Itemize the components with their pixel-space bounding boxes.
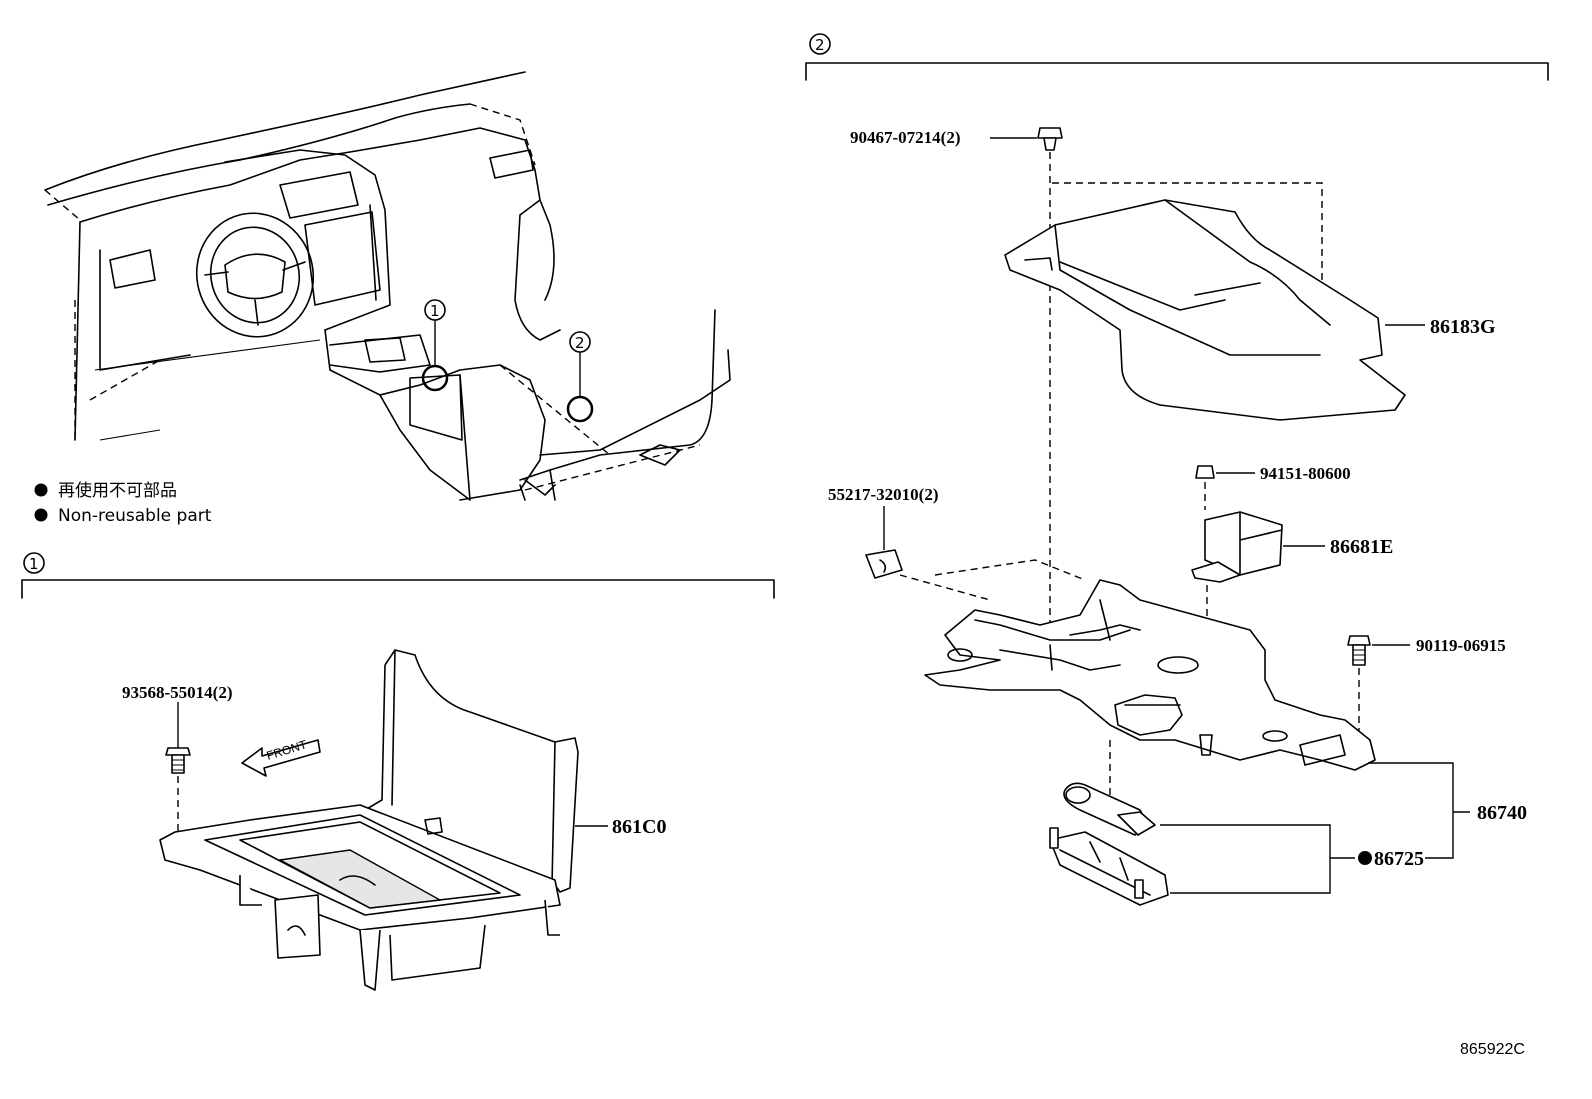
callout-1: 1: [421, 299, 449, 392]
non-reusable-bullet-icon: [34, 483, 48, 497]
callout-2-number: 2: [575, 334, 585, 352]
non-reusable-marker-icon: [1358, 851, 1372, 865]
bolt-90119-icon: [1347, 635, 1371, 666]
diagram-reference-number: 865922C: [1460, 1041, 1525, 1058]
label-86725: 86725: [1374, 848, 1424, 870]
label-90467-07214: 90467-07214(2): [850, 128, 960, 147]
label-86183g: 86183G: [1430, 316, 1496, 338]
battery-86725: [1049, 782, 1169, 906]
non-reusable-bullet-icon: [34, 508, 48, 522]
label-861c0: 861C0: [612, 816, 666, 838]
module-86681e: [1191, 511, 1325, 583]
section-1-marker: 1: [29, 555, 39, 573]
callout-2: 2: [566, 331, 594, 423]
bolt-90467-icon: [1037, 127, 1063, 151]
legend-text-jp: 再使用不可部品: [58, 480, 177, 501]
label-90119-06915: 90119-06915: [1416, 636, 1506, 655]
bracket-86740: [924, 579, 1376, 771]
nut-94151-icon: [1195, 465, 1215, 479]
front-arrow-icon: FRONT: [241, 737, 321, 777]
console-box-861c0: [159, 649, 608, 991]
legend-text-en: Non-reusable part: [58, 506, 212, 526]
label-86681e: 86681E: [1330, 536, 1393, 558]
label-93568-55014: 93568-55014(2): [122, 683, 232, 702]
label-94151-80600: 94151-80600: [1260, 464, 1351, 483]
section-2: 2 90467-07214(2) 86183G 94151-80600: [805, 33, 1549, 906]
label-55217-32010: 55217-32010(2): [828, 485, 938, 504]
clip-55217-icon: [865, 549, 903, 579]
cover-86183g: [1004, 199, 1425, 421]
section-1: 1 93568-55014(2) FRONT: [21, 552, 775, 991]
callout-1-number: 1: [430, 302, 440, 320]
bolt-93568-icon: [165, 747, 191, 774]
legend: 再使用不可部品 Non-reusable part: [34, 480, 212, 526]
section-2-marker: 2: [815, 36, 825, 54]
label-86740: 86740: [1477, 802, 1527, 824]
dashboard-overview-drawing: [44, 71, 731, 501]
